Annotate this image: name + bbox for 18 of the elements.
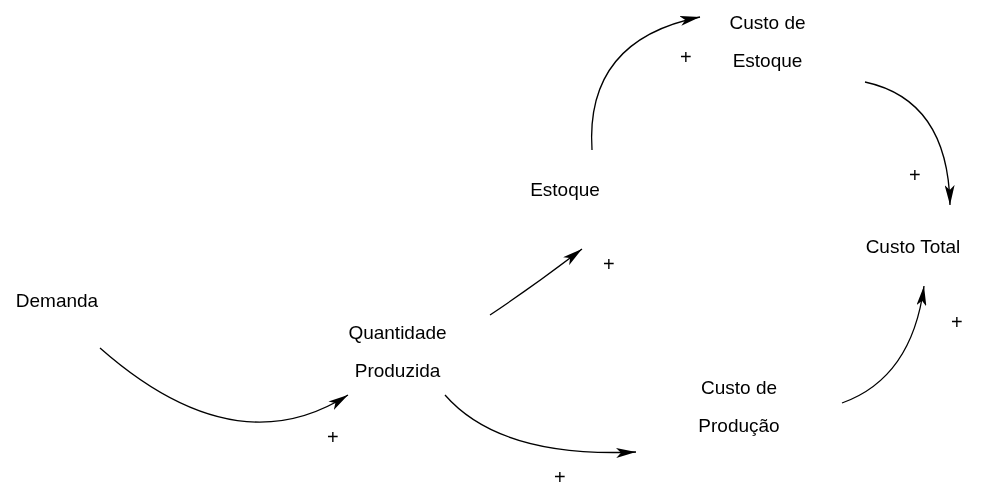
polarity-sign: + <box>909 165 921 185</box>
variable-label: Estoque <box>530 178 600 202</box>
variable-label: Custo de Estoque <box>728 11 807 73</box>
variable-label: Demanda <box>15 289 99 313</box>
polarity-sign: + <box>327 427 339 447</box>
variable-label: Custo de Produção <box>697 376 781 438</box>
polarity-sign: + <box>951 312 963 332</box>
variable-label: Custo Total <box>865 234 961 259</box>
causal-arrow <box>591 16 701 151</box>
causal-arrow <box>489 248 583 316</box>
causal-arrow <box>841 285 926 404</box>
variable-label: Quantidade Produzida <box>347 321 448 383</box>
polarity-sign: + <box>554 467 566 486</box>
polarity-sign: + <box>603 254 615 274</box>
polarity-sign: + <box>680 47 692 67</box>
causal-arrow <box>99 347 349 423</box>
causal-arrow <box>444 394 637 458</box>
causal-arrow <box>864 81 954 206</box>
